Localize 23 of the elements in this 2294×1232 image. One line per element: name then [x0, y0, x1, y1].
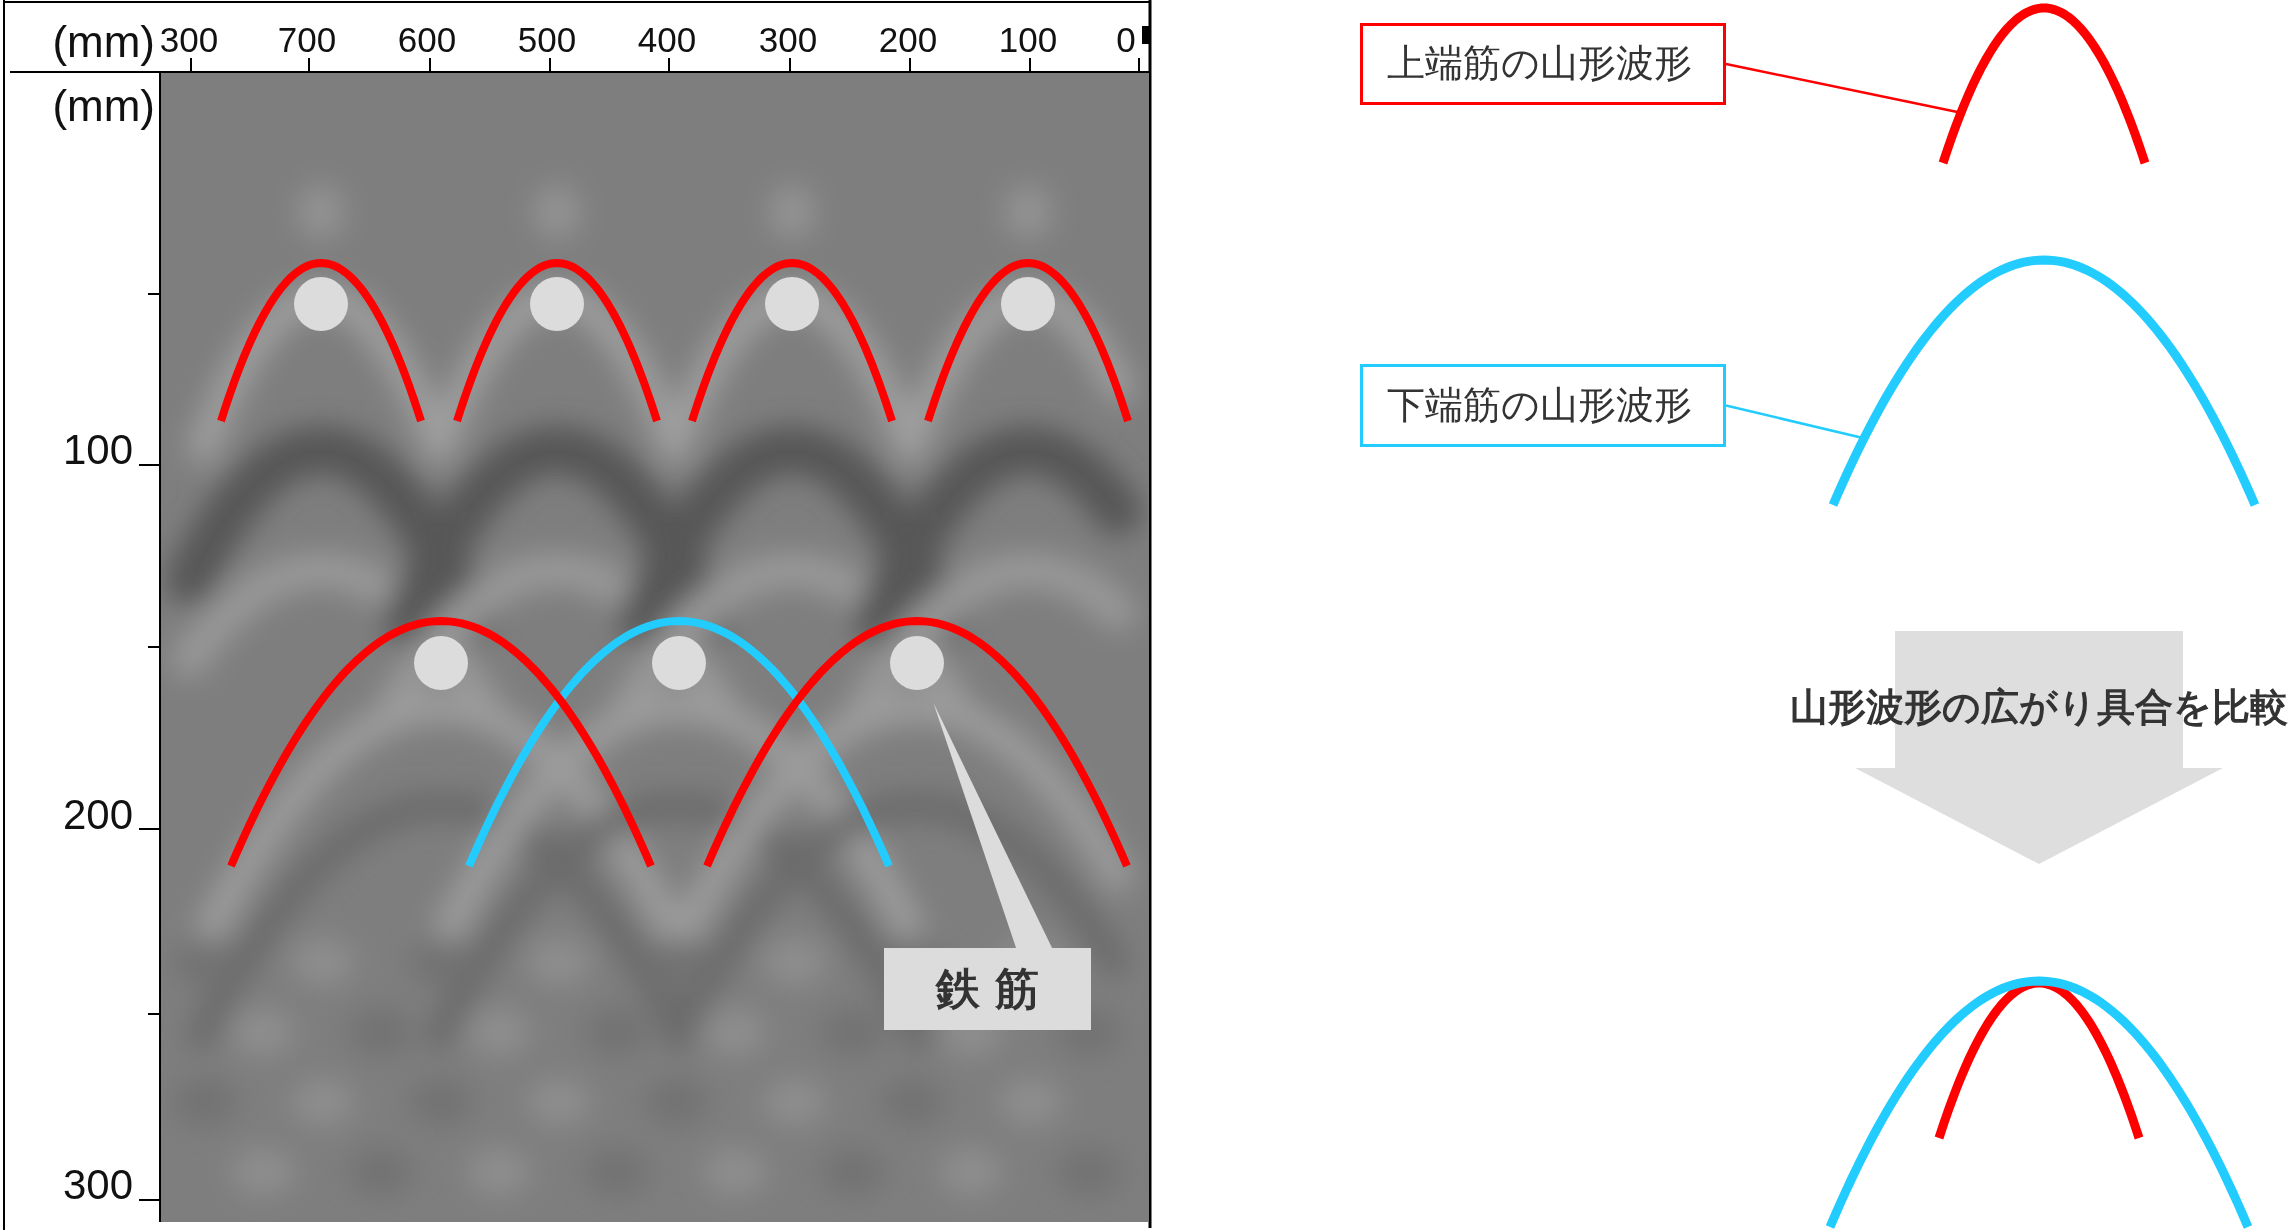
waveform-arc — [1938, 3, 2150, 165]
tick-label: 100 — [62, 425, 133, 475]
tick-label: 700 — [277, 19, 337, 61]
label-box — [1360, 364, 1726, 447]
tick-label: 200 — [878, 19, 938, 61]
edge-label: 山形波形の広がり具合を比較 — [1790, 686, 2288, 730]
axis-unit-label: (mm) — [52, 80, 155, 132]
waveform-arc — [1828, 255, 2260, 507]
label-box — [1360, 23, 1726, 105]
tick-label: 600 — [397, 19, 457, 61]
label-text: 下端筋の山形波形 — [1387, 383, 1692, 428]
tick-label: 300 — [159, 19, 219, 61]
tick-label: 500 — [517, 19, 577, 61]
tick-label: 200 — [62, 790, 133, 840]
tick-label: 100 — [998, 19, 1058, 61]
tick-label: 300 — [62, 1160, 133, 1210]
block-arrow — [1855, 631, 2223, 864]
tick-label: 0 — [1116, 19, 1136, 61]
waveform-comparison-drawing — [1825, 976, 2253, 1229]
tick-label: 400 — [637, 19, 697, 61]
axis-unit-label: (mm) — [52, 16, 155, 68]
label-text: 上端筋の山形波形 — [1387, 42, 1692, 86]
tick-label: 300 — [758, 19, 818, 61]
